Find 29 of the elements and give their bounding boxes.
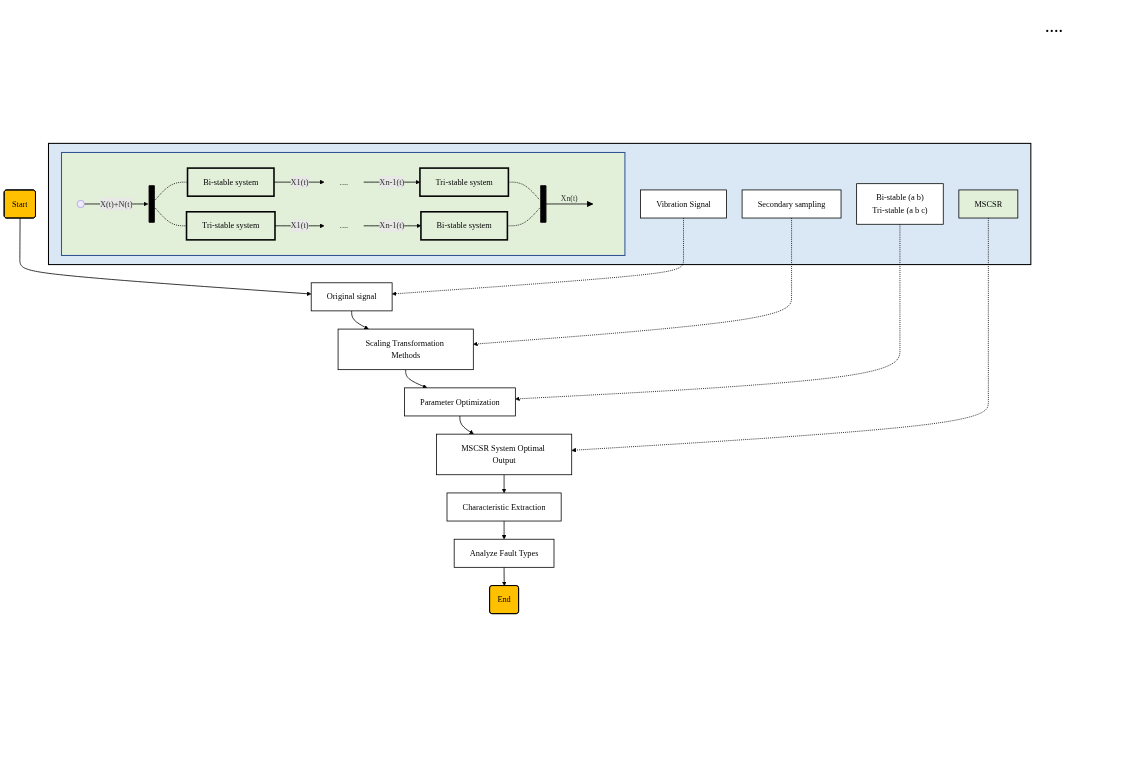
edge-label: Xn-1(t) xyxy=(379,221,405,230)
node-box: Tri-stable system xyxy=(419,167,510,197)
node-box: Bi-stable (a b) Tri-stable (a b c) xyxy=(856,183,944,225)
edge-label: Xn(t) xyxy=(560,193,578,203)
node-box: MSCSR xyxy=(958,189,1019,219)
node-box: Parameter Optimization xyxy=(404,387,516,417)
connector xyxy=(154,181,188,201)
cluster xyxy=(47,142,1032,266)
node-box: Vibration Signal xyxy=(640,189,727,219)
node-text: .... xyxy=(339,177,349,187)
node-box: Tri-stable system xyxy=(185,211,276,241)
edge-label: X1(t) xyxy=(290,177,309,187)
edge-label: X(t)+N(t) xyxy=(99,199,133,209)
node-text: .... xyxy=(339,221,349,230)
cluster xyxy=(61,151,626,256)
connector xyxy=(154,207,187,227)
connector xyxy=(508,181,540,201)
node-box: Secondary sampling xyxy=(741,189,842,219)
ellipsis-label: .... xyxy=(1045,16,1064,37)
node-box: Original signal xyxy=(310,282,393,312)
node-box: MSCSR System Optimal Output xyxy=(436,433,573,476)
node-box: Bi-stable system xyxy=(186,167,275,197)
node-box: Analyze Fault Types xyxy=(453,538,555,568)
node-box: Characteristic Extraction xyxy=(446,492,562,522)
edge-label: X1(t) xyxy=(290,221,309,230)
node-box: Scaling Transformation Methods xyxy=(337,328,474,371)
connector xyxy=(507,207,540,227)
edge-label: Xn-1(t) xyxy=(379,177,405,187)
node-box: Bi-stable system xyxy=(420,211,509,241)
